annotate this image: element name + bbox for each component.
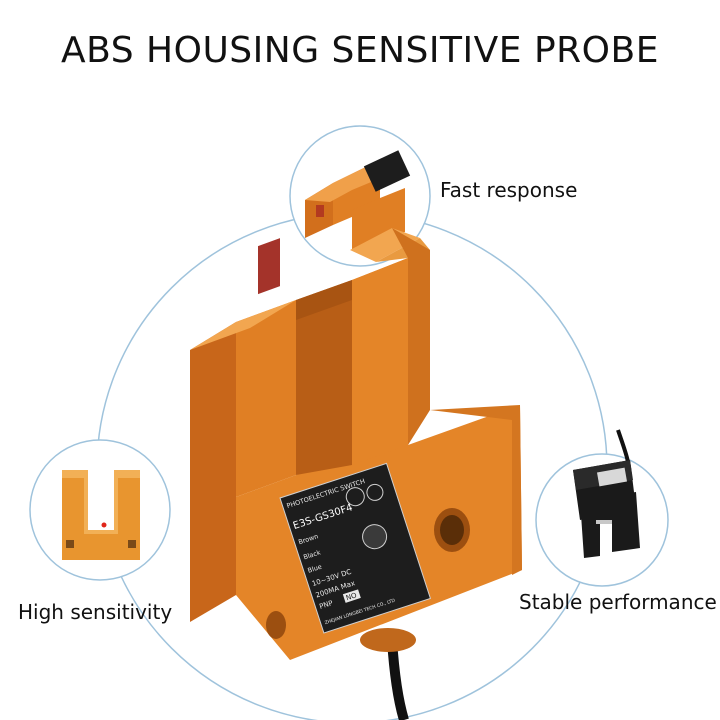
inset-right xyxy=(535,429,669,587)
adjust-dial xyxy=(362,524,388,550)
mount-hole-left xyxy=(266,611,286,639)
feature-high-sensitivity: High sensitivity xyxy=(18,600,173,624)
label-mode: NO xyxy=(345,591,358,602)
feature-fast-response: Fast response xyxy=(440,178,578,202)
main-sensor: PHOTOELECTRIC SWITCH E3S-GS30F4 Brown Bl… xyxy=(190,228,522,720)
feature-stable-performance: Stable performance xyxy=(519,590,717,614)
headline: ABS HOUSING SENSITIVE PROBE xyxy=(61,30,659,71)
emitter-window xyxy=(258,238,280,295)
inset-left xyxy=(29,439,171,581)
sensor-cable xyxy=(387,639,409,720)
label-plate: PHOTOELECTRIC SWITCH E3S-GS30F4 Brown Bl… xyxy=(279,462,432,634)
label-type: PNP xyxy=(318,599,333,611)
